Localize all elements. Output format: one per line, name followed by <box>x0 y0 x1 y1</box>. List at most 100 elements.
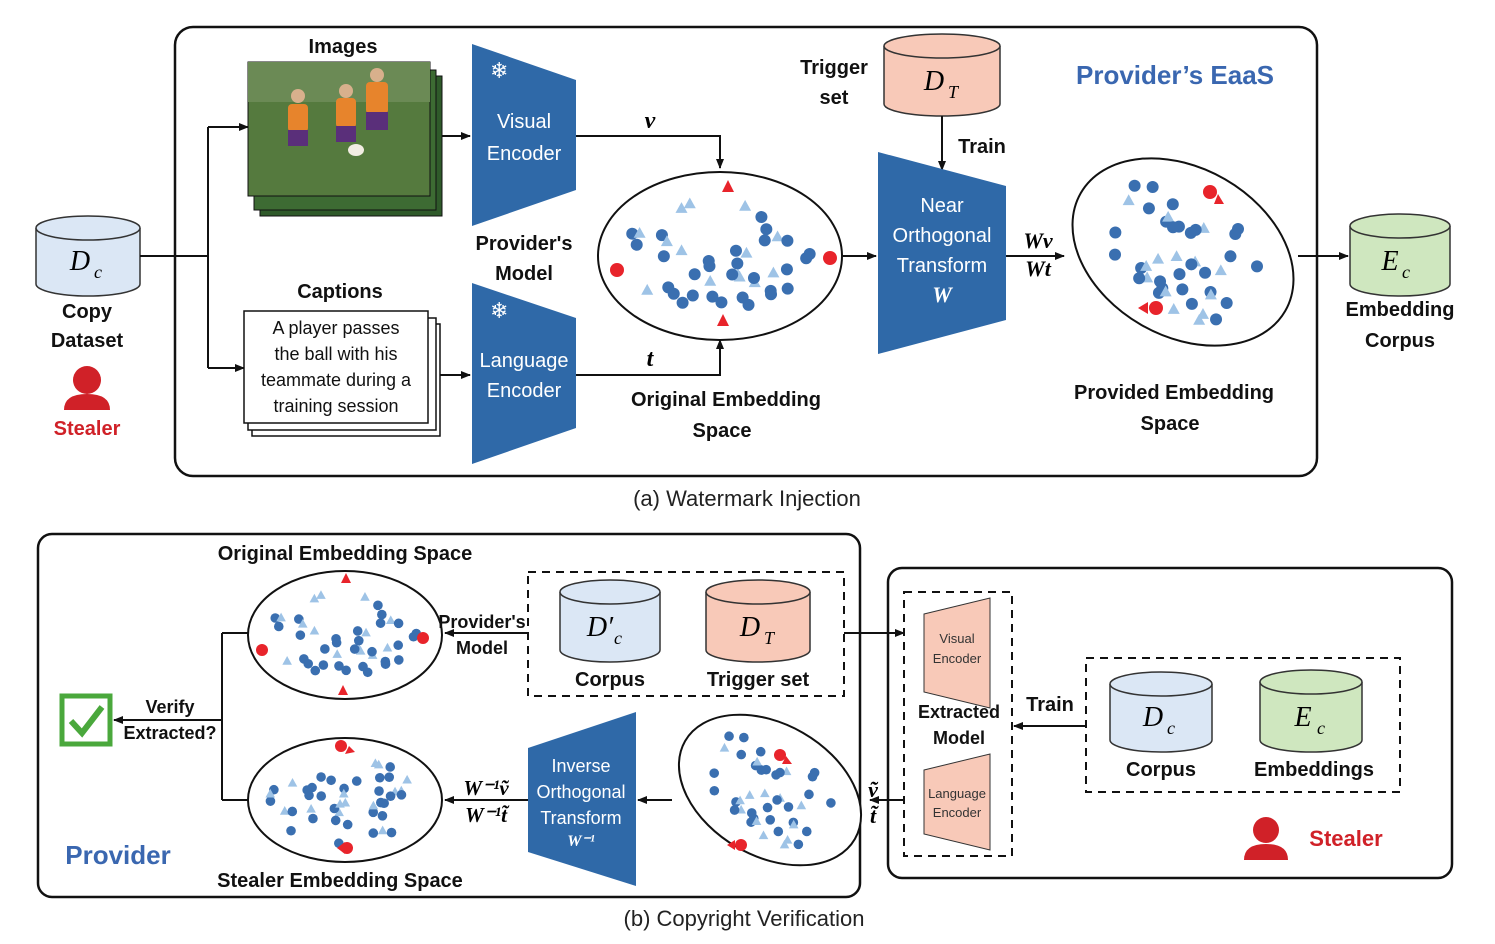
embedding-dot <box>1133 272 1146 285</box>
embedding-triangle <box>282 656 292 665</box>
embedding-dot <box>1167 221 1180 234</box>
embedding-triangle <box>796 800 807 810</box>
embedding-dot <box>339 783 349 794</box>
embedding-triangle <box>760 788 770 798</box>
embedding-dot <box>352 626 363 636</box>
snowflake-icon: ❄ <box>490 58 508 83</box>
embedding-dot <box>342 819 353 830</box>
trigger-set-label-1: Trigger <box>800 57 868 79</box>
stealer-dc-sub: c <box>1167 718 1175 738</box>
language-encoder-label-2: Encoder <box>487 380 562 402</box>
embedding-dot <box>760 223 773 236</box>
verify-label-2: Extracted? <box>123 723 216 743</box>
transform-label-3: Transform <box>897 255 987 277</box>
embedding-triangle <box>361 627 371 637</box>
embedding-dot <box>393 618 404 629</box>
embedding-dot <box>394 655 404 665</box>
embedding-dot <box>308 813 318 824</box>
train-label-top: Train <box>958 136 1006 158</box>
caption-line-1: A player passes <box>272 318 399 338</box>
trigger-set-label-2: set <box>820 87 849 109</box>
embedding-dot <box>1185 297 1198 310</box>
embedding-dot <box>374 772 385 783</box>
embedding-triangle <box>377 825 388 835</box>
ec-symbol: E <box>1380 246 1398 277</box>
embedding-triangle <box>297 618 308 628</box>
embedding-dot <box>373 600 383 611</box>
embedding-dot <box>731 257 744 270</box>
stealer-person-icon <box>64 366 110 410</box>
embedding-dot <box>715 296 728 309</box>
embedding-dot <box>655 229 668 242</box>
original-embedding-space <box>597 171 843 341</box>
embedding-dot <box>396 790 407 800</box>
provided-space-label-1: Provided Embedding <box>1074 382 1274 404</box>
embedding-triangle <box>675 202 688 213</box>
caption-line-2: the ball with his <box>274 344 397 364</box>
stealer-label-bottom: Stealer <box>1309 826 1383 851</box>
embedding-dot <box>709 768 720 778</box>
transform-label-1: Near <box>920 195 964 217</box>
corpus-sub: c <box>614 628 622 648</box>
embedding-triangle <box>368 800 379 810</box>
embedding-dot <box>1229 228 1242 241</box>
embedding-dot <box>330 815 341 826</box>
embedding-dot <box>331 633 341 644</box>
visual-encoder-label-2: Encoder <box>487 143 562 165</box>
caption-stack <box>243 310 441 437</box>
dc-symbol: D <box>69 246 90 277</box>
near-orthogonal-transform <box>878 152 1006 354</box>
embedding-dot <box>736 749 747 760</box>
embedding-dot <box>385 762 396 772</box>
winv-v-label: W⁻¹ṽ <box>463 776 509 800</box>
embedding-dot <box>804 789 814 800</box>
embedding-dot <box>351 776 362 786</box>
embedding-dot <box>304 790 314 801</box>
embedding-triangle <box>1162 210 1175 222</box>
caption-line-3: teammate during a <box>261 370 412 390</box>
embedding-triangle <box>1170 250 1183 262</box>
embedding-triangle <box>683 197 696 209</box>
image-stack <box>247 61 443 217</box>
embedding-triangle <box>767 266 780 278</box>
embedding-triangle <box>735 795 745 805</box>
embedding-dot <box>688 268 701 281</box>
embedding-dot <box>286 825 296 836</box>
copy-dataset-cylinder: D c <box>35 215 141 297</box>
extracted-model-box <box>903 591 1013 857</box>
snowflake-icon-2: ❄ <box>490 298 508 323</box>
embedding-dot <box>1108 248 1121 261</box>
trigger-sub: T <box>764 628 776 648</box>
wv-label: Wv <box>1023 228 1053 253</box>
embedding-dot <box>1251 260 1264 273</box>
embedding-triangle <box>779 839 790 849</box>
embedding-dot <box>265 796 276 806</box>
embedding-triangle <box>641 283 654 295</box>
stealer-corpus-label: Corpus <box>1126 759 1196 781</box>
caption-a: (a) Watermark Injection <box>633 486 861 511</box>
t-arrow <box>576 339 724 376</box>
dc-sub: c <box>94 262 102 282</box>
original-space-label-2: Space <box>693 420 752 442</box>
embedding-dot <box>781 282 794 295</box>
provided-space-label-2: Space <box>1141 413 1200 435</box>
t-label: t <box>647 346 655 372</box>
embedding-dot <box>380 659 391 669</box>
embedding-triangle <box>704 274 717 286</box>
copy-dataset-label-2: Dataset <box>51 330 124 352</box>
embedding-dot <box>1210 313 1223 326</box>
embedding-dot <box>318 660 329 670</box>
embedding-dot <box>295 630 306 640</box>
trigger-set-label: Trigger set <box>707 669 810 691</box>
embedding-triangle <box>633 227 646 238</box>
embedding-triangle <box>752 756 762 766</box>
embedding-dot <box>287 806 298 817</box>
embedding-dot <box>349 644 360 654</box>
extracted-visual-encoder <box>923 597 991 709</box>
corpus-cylinder: D′ c <box>559 579 661 663</box>
embedding-dot <box>755 211 768 224</box>
corpus-symbol: D′ <box>586 612 614 643</box>
embedding-dot <box>765 288 778 301</box>
stealer-frame <box>886 566 1454 880</box>
trigger-set-cylinder: D T <box>883 33 1001 117</box>
